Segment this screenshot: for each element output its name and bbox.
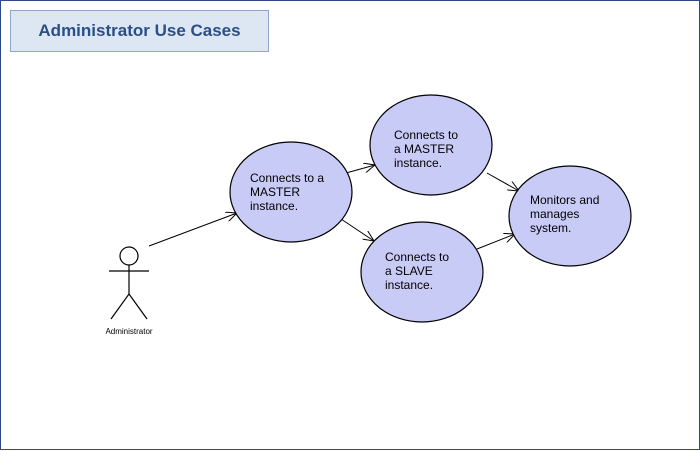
actor-head <box>119 246 139 266</box>
use-case-master-2[interactable] <box>369 94 493 196</box>
actor-label: Administrator <box>105 327 153 336</box>
association-master-2-to-monitor <box>486 172 519 191</box>
use-case-master-2-label: Connects to a MASTER instance. <box>394 128 459 170</box>
use-case-master-1-label: Connects to a MASTER instance. <box>250 171 325 213</box>
use-case-master-1[interactable] <box>229 141 353 243</box>
actor-figure[interactable] <box>109 246 149 320</box>
association-actor-to-master-1 <box>148 213 237 247</box>
diagram-title: Administrator Use Cases <box>10 10 269 52</box>
use-case-monitor-label: Monitors and manages system. <box>530 193 600 235</box>
use-case-monitor[interactable] <box>508 165 632 267</box>
actor-right-leg <box>128 293 148 320</box>
association-master-1-to-slave <box>340 218 374 241</box>
use-case-slave-label: Connects to a SLAVE instance. <box>385 250 450 292</box>
actor-left-leg <box>110 293 130 320</box>
use-case-slave[interactable] <box>360 221 484 323</box>
association-slave-to-monitor <box>476 234 515 250</box>
association-master-1-to-master-2 <box>345 165 375 174</box>
